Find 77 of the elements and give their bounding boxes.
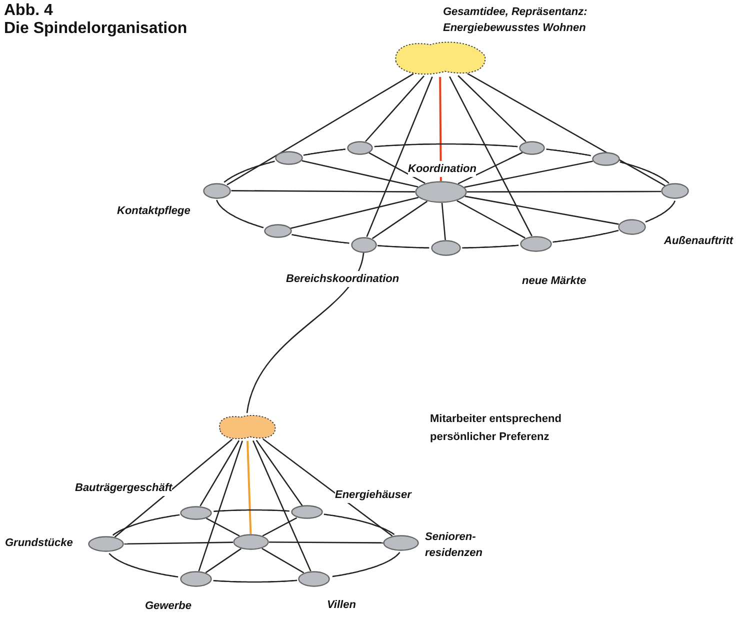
ring-line [377,244,430,249]
ellipse-node [350,236,377,253]
ellipse-node [275,150,304,165]
connector-line [290,196,419,230]
connector-line [458,152,523,184]
ring-line [224,160,275,183]
ring-line [546,148,591,156]
ring-line [332,552,400,578]
connector-line [114,438,233,538]
connector-line [262,438,393,537]
ellipse-node [661,183,690,200]
ellipse-node [346,140,373,155]
connector-line [456,200,526,239]
diagram-title: Die Spindelorganisation [4,19,188,39]
connector-line [231,190,415,192]
ring-line [324,514,395,536]
ellipse-node [618,218,646,235]
note-text: Mitarbeiter entsprechend persönlicher Preferenz [430,412,562,445]
connector-line [458,75,526,142]
ring-line [303,148,346,156]
node-caption: Energiehäuser [335,487,412,503]
ring-line [620,161,670,184]
cloud-shape [216,413,278,441]
connector-line [368,152,426,184]
ring-line [462,244,519,249]
connector-line [198,440,244,572]
connector-line [302,160,418,188]
node-caption: Koordination [408,161,476,177]
ellipse-node [298,570,330,587]
node-caption: Bereichskoordination [286,271,400,287]
ellipse-node [233,534,269,550]
connector-line [124,542,233,545]
ring-line [214,509,290,512]
ring-line [292,234,350,244]
ellipse-node [431,240,461,256]
connector-line [464,196,619,225]
connector-line [200,440,240,506]
node-caption: Bauträgergeschäft [75,480,172,496]
connector-line [206,518,240,536]
connector-line [262,548,304,574]
ellipse-node [88,536,124,552]
connector-line [205,548,242,574]
ring-line [213,580,298,583]
ellipse-node [180,506,212,520]
ellipse-node [519,140,546,155]
connector-line [246,440,252,534]
connector-line [467,73,666,186]
connector-line [252,440,312,572]
ring-line [552,230,619,243]
connector-line [441,202,446,240]
ellipse-node [291,505,324,520]
ellipse-node [383,534,420,551]
connector-line [464,160,593,188]
connector-line [366,76,433,238]
ellipse-node [180,571,212,588]
ring-line [374,143,518,148]
figure-number: Abb. 4 [4,2,53,20]
ring-line [108,552,178,578]
connector-line [372,200,428,240]
ellipse-node [203,182,232,199]
connector-line [449,76,532,236]
connector-line [365,75,424,142]
ellipse-node [592,152,620,166]
cloud-shape [392,39,488,77]
ring-line [645,200,676,222]
ellipse-node [264,224,292,238]
connector-line [269,541,384,544]
curved-line [246,252,364,414]
ring-line [112,514,180,536]
connector-line [226,73,414,186]
ellipse-node [520,236,552,252]
ring-line [216,200,264,228]
connector-line [256,440,303,506]
node-caption: Kontaktpflege [117,203,190,219]
ellipse-node [415,181,467,203]
connector-line [467,190,662,193]
connector-line [262,517,298,536]
